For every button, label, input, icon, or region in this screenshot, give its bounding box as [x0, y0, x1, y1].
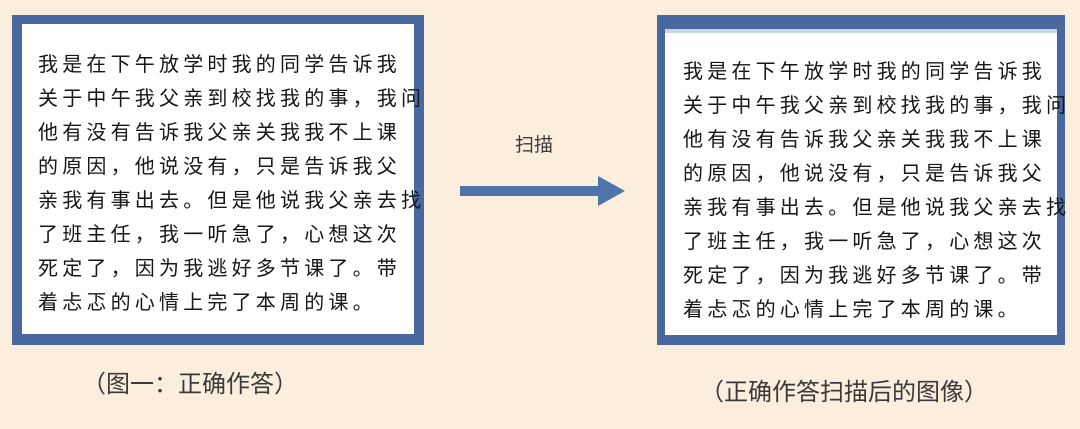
handwritten-line: 了班主任，我一听急了，心想这次 [683, 229, 1046, 253]
handwritten-line: 死定了，因为我逃好多节课了。带 [38, 256, 401, 280]
handwritten-line: 了班主任，我一听急了，心想这次 [38, 222, 401, 246]
handwritten-line: 他有没有告诉我父亲关我我不上课 [683, 127, 1046, 151]
handwritten-line: 关于中午我父亲到校找我的事，我问 [683, 93, 1071, 117]
original-caption: （图一：正确作答） [82, 370, 298, 398]
handwritten-line: 亲我有事出去。但是他说我父亲去找 [683, 195, 1071, 219]
handwritten-line: 我是在下午放学时我的同学告诉我 [683, 59, 1046, 83]
right-arrow-icon [460, 176, 625, 206]
scanned-caption: （正确作答扫描后的图像） [700, 378, 988, 406]
handwritten-line: 我是在下午放学时我的同学告诉我 [38, 52, 401, 76]
handwritten-line: 他有没有告诉我父亲关我我不上课 [38, 120, 401, 144]
handwritten-line: 死定了，因为我逃好多节课了。带 [683, 263, 1046, 287]
handwritten-line: 的原因，他说没有，只是告诉我父 [38, 154, 401, 178]
scan-label: 扫描 [515, 134, 554, 156]
scanned-answer-sheet: 我是在下午放学时我的同学告诉我 关于中午我父亲到校找我的事，我问 他有没有告诉我… [665, 29, 1066, 335]
original-answer-sheet: 我是在下午放学时我的同学告诉我 关于中午我父亲到校找我的事，我问 他有没有告诉我… [22, 24, 421, 334]
original-answer-frame: 我是在下午放学时我的同学告诉我 关于中午我父亲到校找我的事，我问 他有没有告诉我… [12, 15, 424, 345]
handwritten-line: 着忐忑的心情上完了本周的课。 [683, 297, 1022, 321]
handwritten-line: 的原因，他说没有，只是告诉我父 [683, 161, 1046, 185]
arrow-shape [460, 176, 625, 206]
handwritten-line: 着忐忑的心情上完了本周的课。 [38, 290, 377, 314]
scanned-answer-frame: 我是在下午放学时我的同学告诉我 关于中午我父亲到校找我的事，我问 他有没有告诉我… [657, 15, 1066, 345]
handwritten-line: 亲我有事出去。但是他说我父亲去找 [38, 188, 426, 212]
handwritten-line: 关于中午我父亲到校找我的事，我问 [38, 86, 426, 110]
